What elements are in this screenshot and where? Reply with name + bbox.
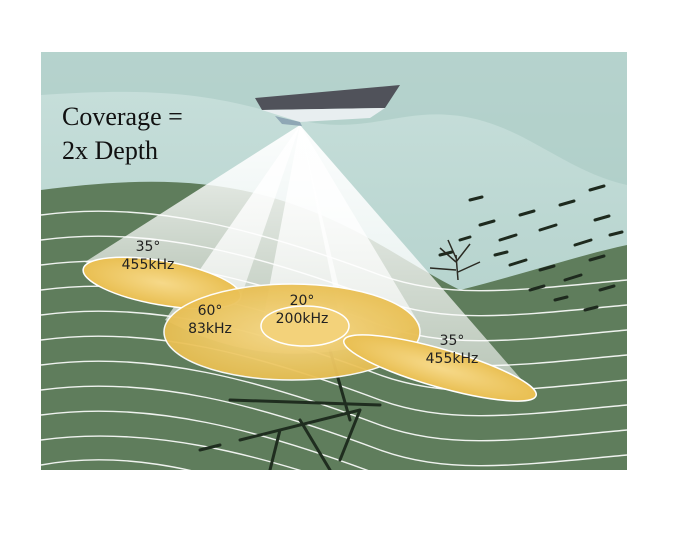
beam-label-left: 35° 455kHz <box>108 238 188 274</box>
title-line-1: Coverage = <box>62 102 183 131</box>
beam-label-right: 35° 455kHz <box>412 332 492 368</box>
sunken-branches <box>198 348 382 470</box>
boat <box>255 85 400 126</box>
beam-angle: 35° <box>135 239 161 255</box>
coverage-20 <box>260 305 350 347</box>
beam-angle: 35° <box>439 333 465 349</box>
tree-snag <box>429 239 481 281</box>
beam-angle: 60° <box>197 303 223 319</box>
coverage-right-35 <box>342 334 538 402</box>
title-line-2: 2x Depth <box>62 136 159 165</box>
coverage-title: Coverage = 2x Depth <box>62 100 183 168</box>
beam-frequency: 455kHz <box>425 351 479 367</box>
beam-angle: 20° <box>289 293 315 309</box>
beam-label-60: 60° 83kHz <box>180 302 240 338</box>
beam-frequency: 200kHz <box>275 311 329 327</box>
beam-label-20: 20° 200kHz <box>262 292 342 328</box>
beam-frequency: 455kHz <box>121 257 175 273</box>
beam-frequency: 83kHz <box>188 321 232 337</box>
